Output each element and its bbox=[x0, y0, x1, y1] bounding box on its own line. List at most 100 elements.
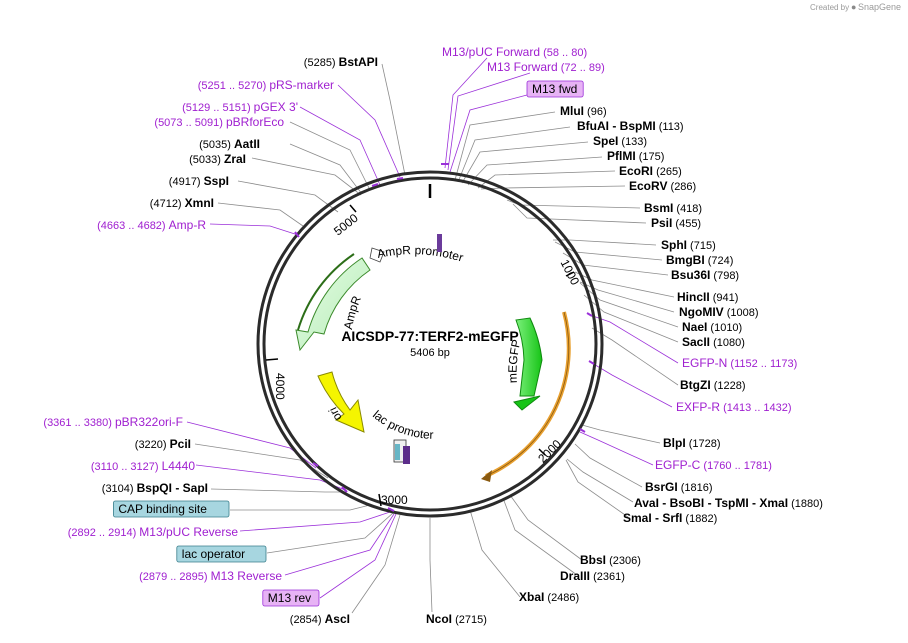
top-site-marker bbox=[437, 234, 442, 252]
left-label-bstapi[interactable]: (5285) BstAPI bbox=[304, 55, 378, 69]
right-label-hincii[interactable]: HincII (941) bbox=[677, 290, 738, 304]
right-label-bfuai-bspmi[interactable]: BfuAI - BspMI (113) bbox=[577, 119, 684, 133]
right-label-blpi[interactable]: BlpI (1728) bbox=[663, 436, 721, 450]
feature-label: (3361 .. 3380) pBR322ori-F bbox=[43, 415, 183, 429]
left-label-l4440[interactable]: (3110 .. 3127) L4440 bbox=[91, 459, 195, 473]
enzyme-position: (1816) bbox=[678, 482, 713, 494]
enzyme-name-xbai: XbaI bbox=[519, 590, 544, 604]
enzyme-position: (1728) bbox=[686, 438, 721, 450]
enzyme-label: (2854) AscI bbox=[290, 612, 350, 626]
right-label-m13-fwd[interactable]: M13 fwd bbox=[526, 80, 584, 98]
right-label-naei[interactable]: NaeI (1010) bbox=[682, 320, 742, 334]
right-label-bsmi[interactable]: BsmI (418) bbox=[644, 201, 702, 215]
left-label-sspi[interactable]: (4917) SspI bbox=[169, 174, 229, 188]
enzyme-position: (798) bbox=[710, 270, 739, 282]
lead-ncoi bbox=[429, 518, 433, 613]
right-label-pflmi[interactable]: PflMI (175) bbox=[607, 149, 664, 163]
ampr-promoter-arrow bbox=[369, 247, 385, 263]
right-label-ngomiv[interactable]: NgoMIV (1008) bbox=[679, 305, 759, 319]
right-label-smai-srfi[interactable]: SmaI - SrfI (1882) bbox=[623, 511, 717, 525]
right-label-m13-puc-forward[interactable]: M13/pUC Forward (58 .. 80) bbox=[442, 45, 587, 59]
right-label-bbsi[interactable]: BbsI (2306) bbox=[580, 553, 641, 567]
enzyme-position: (2306) bbox=[606, 555, 641, 567]
left-label-cap-binding-site[interactable]: CAP binding site bbox=[113, 500, 230, 518]
lead-bstapi bbox=[381, 63, 406, 176]
right-label-mlui[interactable]: MluI (96) bbox=[560, 104, 607, 118]
right-label-psii[interactable]: PsiI (455) bbox=[651, 216, 701, 230]
left-label-pbrforeco[interactable]: (5073 .. 5091) pBRforEco bbox=[154, 115, 284, 129]
right-label-sphi[interactable]: SphI (715) bbox=[661, 238, 716, 252]
right-label-ecorv[interactable]: EcoRV (286) bbox=[629, 179, 696, 193]
right-label-avai-bsobi-tspmi-xmai[interactable]: AvaI - BsoBI - TspMI - XmaI (1880) bbox=[634, 496, 823, 510]
right-label-spei[interactable]: SpeI (133) bbox=[593, 134, 647, 148]
enzyme-label: SacII (1080) bbox=[682, 335, 745, 349]
left-label-m13-reverse[interactable]: (2879 .. 2895) M13 Reverse bbox=[139, 569, 282, 583]
enzyme-name-hincii: HincII bbox=[677, 290, 710, 304]
left-label-m13-puc-reverse[interactable]: (2892 .. 2914) M13/pUC Reverse bbox=[68, 525, 239, 539]
right-label-sacii[interactable]: SacII (1080) bbox=[682, 335, 745, 349]
left-label-amp-r[interactable]: (4663 .. 4682) Amp-R bbox=[97, 218, 206, 232]
feature-name: pGEX 3' bbox=[254, 100, 298, 114]
left-label-xmni[interactable]: (4712) XmnI bbox=[150, 196, 214, 210]
enzyme-label: SpeI (133) bbox=[593, 134, 647, 148]
right-label-xbai[interactable]: XbaI (2486) bbox=[519, 590, 579, 604]
enzyme-label: AvaI - BsoBI - TspMI - XmaI (1880) bbox=[634, 496, 823, 510]
tick-4000 bbox=[265, 358, 279, 361]
enzyme-label: MluI (96) bbox=[560, 104, 607, 118]
lead-bspqi bbox=[210, 488, 346, 493]
left-label-m13-rev[interactable]: M13 rev bbox=[262, 589, 320, 607]
lead-m13-reverse bbox=[284, 513, 395, 576]
right-label-exfp-r[interactable]: EXFP-R (1413 .. 1432) bbox=[676, 400, 792, 414]
enzyme-name-bsu36i: Bsu36I bbox=[671, 268, 710, 282]
ampr-outer-line bbox=[297, 253, 355, 331]
enzyme-name-mlui: MluI bbox=[560, 104, 584, 118]
left-label-pbr322ori-f[interactable]: (3361 .. 3380) pBR322ori-F bbox=[43, 415, 183, 429]
left-label-zrai[interactable]: (5033) ZraI bbox=[189, 152, 246, 166]
enzyme-name-zrai: ZraI bbox=[224, 152, 246, 166]
enzyme-position: (3104) bbox=[102, 483, 137, 495]
enzyme-label: Bsu36I (798) bbox=[671, 268, 739, 282]
boxed-label-text: M13 rev bbox=[268, 591, 311, 605]
feature-name: pBR322ori-F bbox=[115, 415, 183, 429]
lead-pbr322ori-f bbox=[186, 421, 317, 469]
tick-label-2000: 2000 bbox=[535, 437, 564, 466]
left-label-aatii[interactable]: (5035) AatII bbox=[199, 137, 260, 151]
right-label-bsrgi[interactable]: BsrGI (1816) bbox=[645, 480, 713, 494]
right-label-m13-forward[interactable]: M13 Forward (72 .. 89) bbox=[487, 60, 605, 74]
right-label-bsu36i[interactable]: Bsu36I (798) bbox=[671, 268, 739, 282]
feature-range: (1760 .. 1781) bbox=[700, 460, 772, 472]
primer-marker-pbr322ori bbox=[312, 462, 319, 467]
enzyme-position: (2486) bbox=[544, 592, 579, 604]
enzyme-label: BbsI (2306) bbox=[580, 553, 641, 567]
lead-ecori bbox=[477, 170, 616, 189]
primer-markers bbox=[294, 163, 595, 512]
feature-label: EGFP-N (1152 .. 1173) bbox=[682, 356, 797, 370]
left-label-lac-operator[interactable]: lac operator bbox=[176, 545, 267, 563]
enzyme-name-bstapi: BstAPI bbox=[339, 55, 378, 69]
left-label-bspqi-sapi[interactable]: (3104) BspQI - SapI bbox=[102, 481, 208, 495]
right-label-egfp-c[interactable]: EGFP-C (1760 .. 1781) bbox=[655, 458, 772, 472]
enzyme-position: (2854) bbox=[290, 614, 325, 626]
left-label-prs-marker[interactable]: (5251 .. 5270) pRS-marker bbox=[198, 78, 334, 92]
plasmid-name: AICSDP-77:TERF2-mEGFP bbox=[341, 328, 518, 344]
megfp-feature-arrow bbox=[515, 317, 543, 397]
right-label-btgzi[interactable]: BtgZI (1228) bbox=[680, 378, 746, 392]
tick-label-1000: 1000 bbox=[558, 257, 583, 287]
enzyme-label: EcoRV (286) bbox=[629, 179, 696, 193]
enzyme-name-naei: NaeI bbox=[682, 320, 707, 334]
enzyme-label: BtgZI (1228) bbox=[680, 378, 746, 392]
right-label-draiii[interactable]: DraIII (2361) bbox=[560, 569, 625, 583]
left-label-asci[interactable]: (2854) AscI bbox=[290, 612, 350, 626]
enzyme-label: EcoRI (265) bbox=[619, 164, 682, 178]
cap-site-block bbox=[395, 444, 400, 460]
right-label-ncoi[interactable]: NcoI (2715) bbox=[426, 612, 487, 626]
left-label-pgex-3[interactable]: (5129 .. 5151) pGEX 3' bbox=[182, 100, 298, 114]
right-label-ecori[interactable]: EcoRI (265) bbox=[619, 164, 682, 178]
enzyme-position: (724) bbox=[705, 255, 734, 267]
enzyme-label: NcoI (2715) bbox=[426, 612, 487, 626]
right-label-egfp-n[interactable]: EGFP-N (1152 .. 1173) bbox=[682, 356, 797, 370]
enzyme-separator: - bbox=[659, 496, 670, 510]
right-label-bmgbi[interactable]: BmgBI (724) bbox=[666, 253, 733, 267]
enzyme-name-avai: AvaI bbox=[634, 496, 659, 510]
left-label-pcii[interactable]: (3220) PciI bbox=[135, 437, 191, 451]
